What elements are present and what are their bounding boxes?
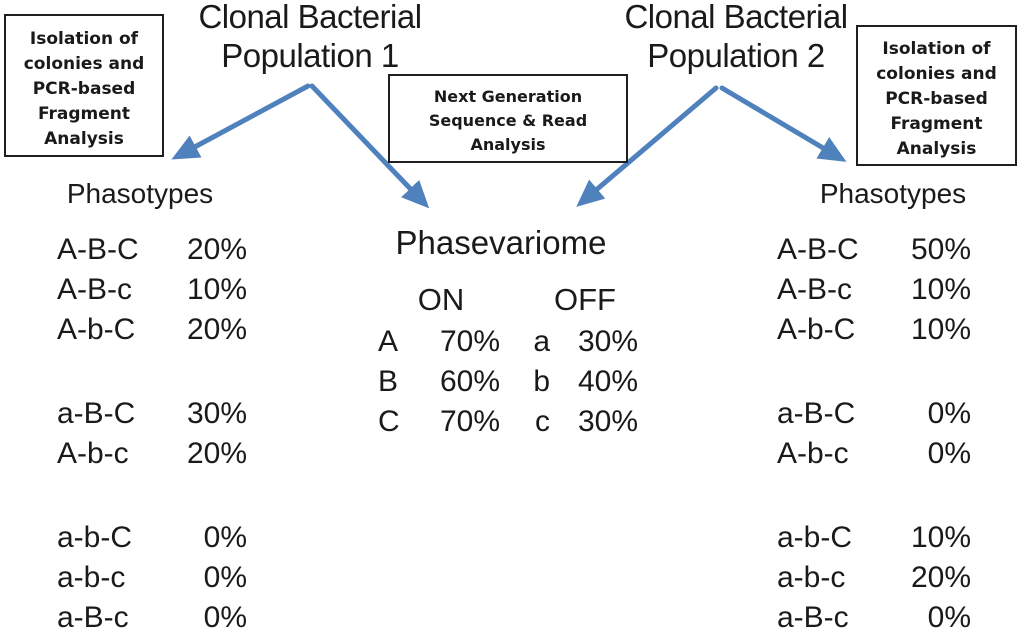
population1-title: Clonal Bacterial Population 1: [198, 0, 422, 75]
phasotype-label: a-B-C: [777, 397, 856, 430]
phasotype-value: 0%: [203, 601, 247, 632]
phasotype-label: a-b-c: [777, 561, 846, 594]
phasotype-label: a-b-C: [57, 521, 133, 554]
phasotype-label: a-b-c: [57, 561, 126, 594]
off-gene: a: [533, 325, 550, 358]
phasotype-label: A-B-c: [57, 273, 132, 306]
right-isolation-box-line: PCR-based: [885, 89, 988, 109]
off-value: 40%: [577, 365, 638, 398]
phasotype-row: a-B-C 30%: [57, 394, 247, 434]
population1-title-line2: Population 1: [221, 37, 399, 74]
left-isolation-box-line: colonies and: [23, 54, 145, 74]
right-isolation-box-line: Analysis: [896, 139, 977, 159]
phasotype-label: a-B-C: [57, 397, 136, 430]
phasotype-label: A-b-c: [57, 437, 129, 470]
phasotype-value: 0%: [927, 397, 971, 430]
ngs-analysis-box-line: Sequence & Read: [428, 111, 588, 130]
off-gene: b: [533, 365, 550, 398]
left-isolation-box-line: PCR-based: [32, 79, 136, 99]
on-gene: A: [378, 325, 399, 358]
phasotype-row: A-b-C 20%: [57, 310, 247, 350]
population2-title-line2: Population 2: [647, 37, 825, 74]
right-isolation-box-line: Fragment: [890, 114, 983, 134]
phasotype-value: 0%: [927, 601, 971, 632]
group-gap: [777, 474, 971, 518]
phasotype-row: a-b-C 10%: [777, 518, 971, 558]
phasevariome-table: A 70% a 30% B 60% b 40% C 70% c 30%: [378, 322, 638, 442]
population1-title-line1: Clonal Bacterial: [198, 0, 422, 35]
off-value: 30%: [577, 325, 638, 358]
phasotype-value: 20%: [186, 437, 247, 470]
on-column-header: ON: [417, 282, 465, 317]
population2-title: Clonal Bacterial Population 2: [624, 0, 848, 75]
arrow-pop1-to-left-phasotypes-icon: [171, 83, 311, 160]
phasotype-label: A-b-C: [57, 313, 136, 346]
phasotype-label: A-B-C: [57, 233, 139, 266]
population2-title-line1: Clonal Bacterial: [624, 0, 848, 35]
on-value: 70%: [439, 325, 500, 358]
phasotype-row: A-B-C 20%: [57, 230, 247, 270]
phasotype-row: a-B-C 0%: [777, 394, 971, 434]
phasotype-row: a-B-c 0%: [57, 598, 247, 632]
phasotype-row: a-b-c 0%: [57, 558, 247, 598]
phasevariome-row: B 60% b 40%: [378, 362, 638, 402]
phasotype-value: 10%: [910, 273, 971, 306]
phasotype-value: 0%: [203, 561, 247, 594]
phasotype-label: A-b-C: [777, 313, 856, 346]
on-value: 60%: [439, 365, 500, 398]
phasotype-row: A-B-c 10%: [57, 270, 247, 310]
phasotype-value: 0%: [203, 521, 247, 554]
phasotype-value: 0%: [927, 437, 971, 470]
phasotype-label: a-B-c: [777, 601, 849, 632]
group-gap: [57, 350, 247, 394]
off-value: 30%: [577, 405, 638, 438]
phasotype-row: A-b-c 0%: [777, 434, 971, 474]
off-gene: c: [535, 405, 550, 438]
phasotype-label: A-B-C: [777, 233, 859, 266]
off-column-header: OFF: [554, 282, 616, 317]
right-isolation-box-line: Isolation of: [882, 39, 991, 59]
phasotype-row: a-b-c 20%: [777, 558, 971, 598]
ngs-analysis-box-line: Analysis: [470, 135, 546, 154]
phasevariome-row: C 70% c 30%: [378, 402, 638, 442]
right-isolation-box: Isolation of colonies and PCR-based Frag…: [856, 25, 1017, 166]
left-isolation-box-line: Isolation of: [29, 29, 139, 49]
on-gene: C: [378, 405, 400, 438]
arrow-pop2-to-right-phasotypes-icon: [719, 85, 847, 162]
ngs-analysis-box-line: Next Generation: [433, 87, 583, 106]
right-phasotypes-heading: Phasotypes: [819, 178, 967, 209]
left-isolation-box-line: Analysis: [44, 129, 124, 149]
phasotype-value: 10%: [910, 313, 971, 346]
phasotype-value: 20%: [186, 313, 247, 346]
phasotype-label: a-b-C: [777, 521, 853, 554]
phasotype-label: A-B-c: [777, 273, 852, 306]
phasevariome-heading: Phasevariome: [395, 224, 607, 261]
phasotype-value: 10%: [186, 273, 247, 306]
left-phasotypes-heading: Phasotypes: [66, 178, 214, 209]
phasotype-row: A-b-C 10%: [777, 310, 971, 350]
phasotype-row: A-b-c 20%: [57, 434, 247, 474]
phasotype-row: a-b-C 0%: [57, 518, 247, 558]
on-value: 70%: [439, 405, 500, 438]
phasotype-row: a-B-c 0%: [777, 598, 971, 632]
phasotype-value: 20%: [910, 561, 971, 594]
phasotype-value: 50%: [910, 233, 971, 266]
phasotype-row: A-B-C 50%: [777, 230, 971, 270]
left-phasotypes-table: A-B-C 20% A-B-c 10% A-b-C 20% a-B-C 30% …: [57, 230, 247, 632]
left-isolation-box: Isolation of colonies and PCR-based Frag…: [4, 14, 164, 157]
group-gap: [777, 350, 971, 394]
phasotype-label: A-b-c: [777, 437, 849, 470]
phasotype-value: 10%: [910, 521, 971, 554]
phasotype-label: a-B-c: [57, 601, 129, 632]
group-gap: [57, 474, 247, 518]
phasotype-value: 20%: [186, 233, 247, 266]
on-gene: B: [378, 365, 399, 398]
right-isolation-box-line: colonies and: [876, 64, 997, 84]
right-phasotypes-table: A-B-C 50% A-B-c 10% A-b-C 10% a-B-C 0% A…: [777, 230, 971, 632]
phasotype-row: A-B-c 10%: [777, 270, 971, 310]
phasevariome-row: A 70% a 30%: [378, 322, 638, 362]
phasotype-value: 30%: [186, 397, 247, 430]
ngs-analysis-box: Next Generation Sequence & Read Analysis: [388, 74, 628, 163]
left-isolation-box-line: Fragment: [37, 104, 131, 124]
